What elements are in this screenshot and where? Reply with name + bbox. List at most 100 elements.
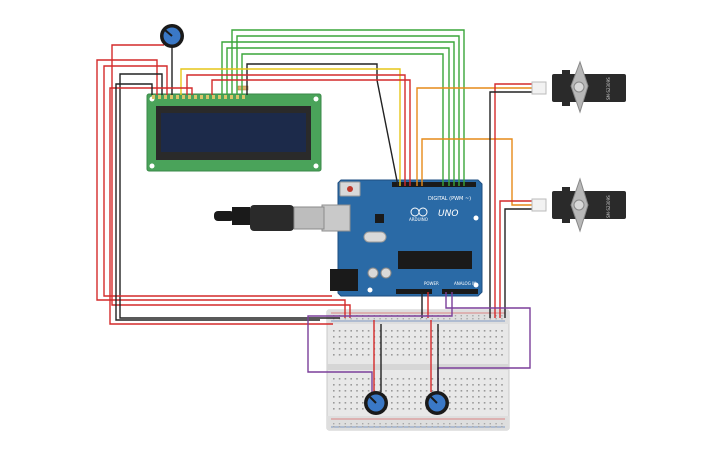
breadboard-hole (396, 354, 399, 356)
breadboard-rail-hole (350, 426, 352, 428)
breadboard-hole (391, 348, 393, 350)
breadboard-rail-hole (385, 423, 387, 425)
power-label: POWER (424, 281, 439, 286)
breadboard-hole (408, 336, 410, 338)
breadboard-hole (478, 330, 480, 332)
breadboard-hole (391, 354, 393, 356)
breadboard-hole (431, 330, 434, 332)
breadboard-rail-hole (483, 315, 486, 317)
breadboard-hole (460, 396, 463, 398)
breadboard-hole (344, 408, 347, 410)
breadboard-hole (466, 330, 468, 332)
breadboard-rail-hole (373, 426, 375, 428)
breadboard-rail-hole (362, 318, 364, 320)
breadboard-hole (344, 402, 347, 404)
breadboard-hole (483, 330, 486, 332)
breadboard-hole (396, 378, 399, 380)
breadboard-rail-hole (489, 426, 491, 428)
servo-connector (531, 198, 547, 212)
lcd-pin (194, 95, 197, 99)
potentiometer-right[interactable] (425, 391, 449, 415)
breadboard-hole (344, 384, 347, 386)
breadboard-rail-hole (437, 318, 439, 320)
breadboard-hole (483, 384, 486, 386)
servo-bottom: SM-S2309S (531, 177, 626, 233)
breadboard-hole (483, 402, 486, 404)
usb-cable-icon (214, 205, 325, 231)
potentiometer-top[interactable] (160, 24, 184, 48)
potentiometer-left[interactable] (364, 391, 388, 415)
breadboard-hole (338, 342, 341, 344)
breadboard-hole (338, 378, 341, 380)
breadboard-rail-hole (495, 315, 497, 317)
breadboard-hole (472, 378, 474, 380)
breadboard-hole (501, 348, 503, 350)
breadboard-rail-hole (367, 426, 370, 428)
breadboard-hole (489, 408, 492, 410)
breadboard-hole (408, 330, 410, 332)
breadboard-hole (495, 348, 497, 350)
breadboard-hole (333, 408, 335, 410)
breadboard-rail-hole (385, 318, 387, 320)
lcd-pin (218, 95, 221, 99)
breadboard-hole (431, 378, 434, 380)
breadboard-hole (356, 354, 358, 356)
breadboard-hole (362, 336, 364, 338)
lcd-pin (236, 95, 239, 99)
breadboard-rail-hole (333, 423, 335, 425)
breadboard-hole (425, 342, 428, 344)
breadboard-hole (495, 342, 497, 344)
breadboard-hole (344, 348, 347, 350)
analog-label: ANALOG IN (454, 281, 476, 286)
breadboard-holes (333, 315, 503, 428)
breadboard-hole (460, 342, 463, 344)
breadboard-hole (350, 378, 352, 380)
breadboard-hole (344, 342, 347, 344)
breadboard-hole (350, 402, 352, 404)
breadboard-hole (420, 396, 422, 398)
breadboard-rail-hole (466, 318, 468, 320)
breadboard-rail-hole (391, 318, 393, 320)
breadboard-rail-hole (414, 426, 416, 428)
capacitor-icon (380, 267, 392, 279)
breadboard-hole (483, 396, 486, 398)
breadboard-hole (478, 390, 480, 392)
breadboard-hole (495, 396, 497, 398)
breadboard-rail-hole (454, 318, 457, 320)
breadboard-hole (425, 390, 428, 392)
breadboard-hole (425, 396, 428, 398)
breadboard-rail-hole (501, 423, 503, 425)
breadboard-rail-hole (425, 318, 428, 320)
breadboard-hole (391, 396, 393, 398)
breadboard-rail-hole (425, 426, 428, 428)
breadboard-hole (431, 390, 434, 392)
breadboard-hole (454, 390, 457, 392)
breadboard-rail-hole (362, 423, 364, 425)
breadboard-hole (402, 390, 405, 392)
breadboard-hole (338, 330, 341, 332)
breadboard-hole (443, 390, 445, 392)
breadboard-hole (489, 384, 492, 386)
breadboard-hole (367, 378, 370, 380)
breadboard-hole (431, 354, 434, 356)
breadboard-rail-hole (408, 318, 410, 320)
breadboard-hole (420, 342, 422, 344)
breadboard-rail-hole (431, 423, 433, 425)
breadboard-hole (367, 354, 370, 356)
usb-chip (375, 214, 384, 223)
breadboard-hole (356, 330, 358, 332)
breadboard-hole (391, 384, 393, 386)
breadboard-rail-hole (478, 318, 480, 320)
breadboard-rail-hole (449, 318, 451, 320)
breadboard-hole (356, 390, 358, 392)
breadboard-rail-hole (501, 318, 503, 320)
breadboard-hole (396, 384, 399, 386)
breadboard-hole (472, 396, 474, 398)
breadboard-hole (420, 390, 422, 392)
breadboard-hole (443, 336, 445, 338)
breadboard-hole (414, 378, 416, 380)
breadboard-hole (396, 396, 399, 398)
breadboard-hole (338, 390, 341, 392)
breadboard-rail-hole (460, 318, 462, 320)
breadboard-hole (344, 396, 347, 398)
